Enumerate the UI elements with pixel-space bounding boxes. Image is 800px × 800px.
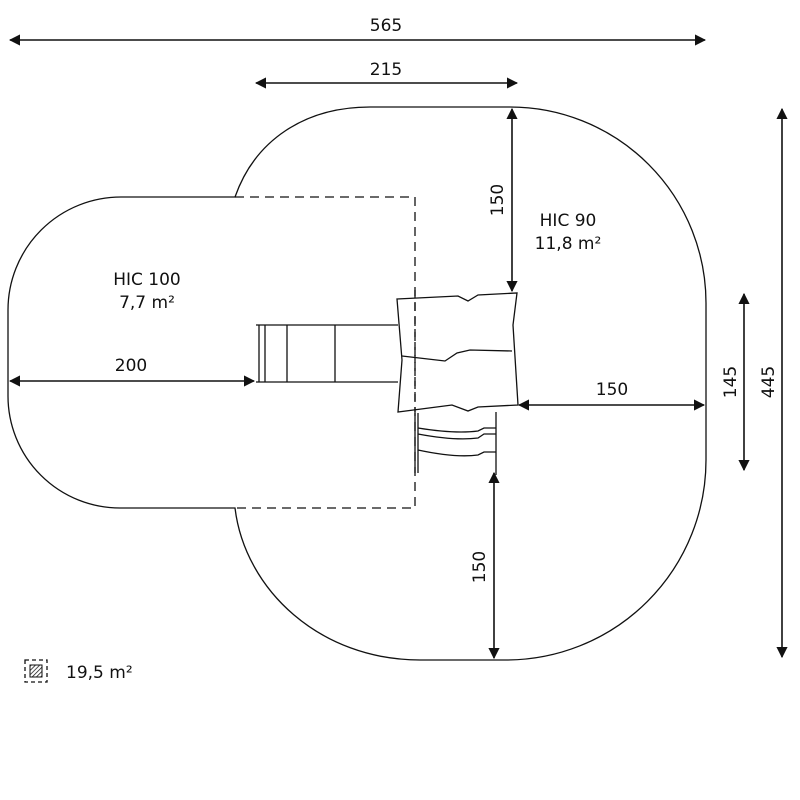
dimension-label: 565 [370, 16, 402, 36]
zone-left-hic: HIC 100 [113, 270, 181, 290]
dimension-total-height: 445 [759, 107, 788, 659]
dimension-label: 150 [488, 184, 508, 216]
dimension-left-zone: 200 [8, 356, 256, 387]
dimension-label: 150 [470, 551, 490, 583]
dimension-label: 200 [115, 356, 147, 376]
safety-zone-outline [7, 106, 707, 661]
dimension-total-width: 565 [8, 16, 707, 46]
dimension-bottom-zone: 150 [470, 471, 500, 660]
dimension-label: 150 [596, 380, 628, 400]
equipment-platform [396, 290, 519, 475]
equipment-slide [256, 324, 398, 383]
legend-total-area: 19,5 m² [66, 663, 133, 683]
hatched-area-icon [24, 659, 48, 683]
zone-right-area: 11,8 m² [535, 234, 602, 254]
zone-right-hic: HIC 90 [540, 211, 597, 231]
dimension-top-zone: 150 [488, 107, 518, 293]
dimension-top-width: 215 [254, 60, 519, 89]
dimension-label: 215 [370, 60, 402, 80]
zone-left-area: 7,7 m² [119, 293, 175, 313]
dimension-label: 145 [721, 366, 741, 398]
zone-divider-dashed [235, 196, 416, 509]
dimension-mid-height: 145 [721, 292, 750, 472]
dimension-right-zone: 150 [517, 380, 706, 411]
dimension-label: 445 [759, 366, 779, 398]
